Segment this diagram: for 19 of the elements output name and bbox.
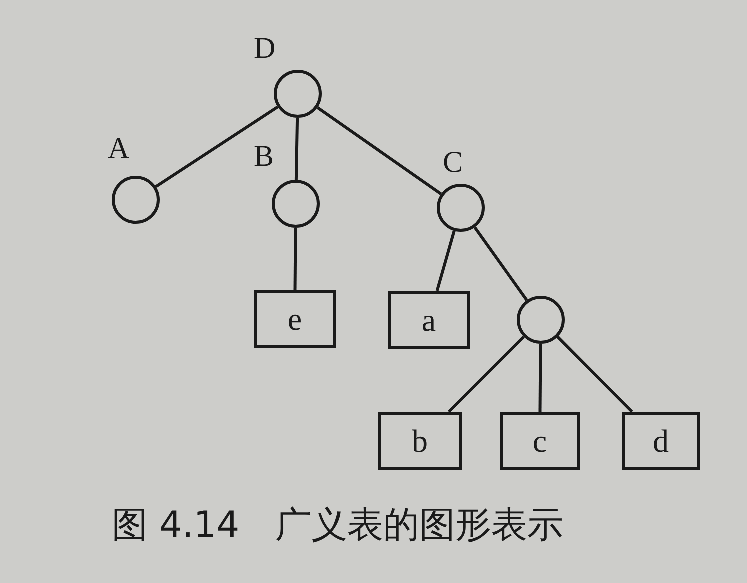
node-label: A <box>108 134 130 164</box>
connector-line <box>474 226 528 302</box>
connector-line <box>294 118 300 180</box>
leaf-box: a <box>388 291 470 349</box>
connector-line <box>556 336 634 414</box>
node-label: B <box>254 142 274 172</box>
connector-line <box>448 336 526 414</box>
node-label: D <box>254 34 276 64</box>
connector-line <box>294 228 298 290</box>
node-label: C <box>443 148 464 178</box>
leaf-box: d <box>622 412 700 470</box>
connector-line <box>436 230 456 292</box>
connector-line <box>155 106 279 188</box>
leaf-box: b <box>378 412 462 470</box>
connector-line <box>538 344 542 412</box>
leaf-box: c <box>500 412 580 470</box>
figure-caption: 图 4.14 广义表的图形表示 <box>112 508 564 544</box>
leaf-box: e <box>254 290 336 348</box>
connector-line <box>316 106 442 196</box>
